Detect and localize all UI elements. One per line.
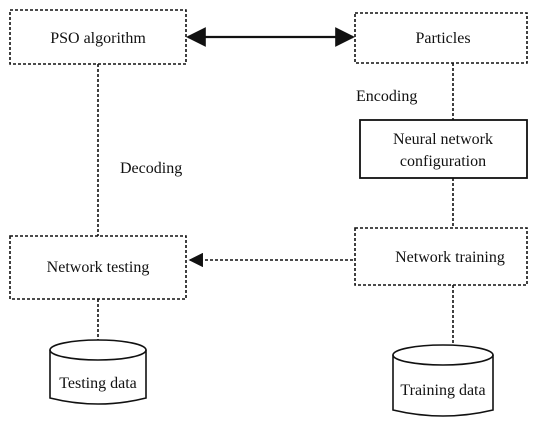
training-data-cylinder [392, 344, 494, 417]
network-training-label: Network training [395, 249, 505, 266]
testing-data-cylinder [49, 339, 147, 405]
network-testing-label: Network testing [47, 259, 150, 276]
particles-label: Particles [415, 30, 470, 47]
encoding-label: Encoding [356, 88, 417, 105]
network-training-box [354, 227, 528, 286]
particles-box [354, 12, 528, 64]
nn-configuration-label-line1: Neural network [393, 131, 493, 148]
nn-configuration-label-line2: configuration [400, 153, 486, 170]
training-data-label: Training data [400, 382, 485, 399]
testing-data-label: Testing data [59, 375, 137, 392]
pso-algorithm-label: PSO algorithm [50, 30, 146, 47]
decoding-label: Decoding [120, 160, 182, 177]
nn-configuration-box [359, 119, 528, 179]
